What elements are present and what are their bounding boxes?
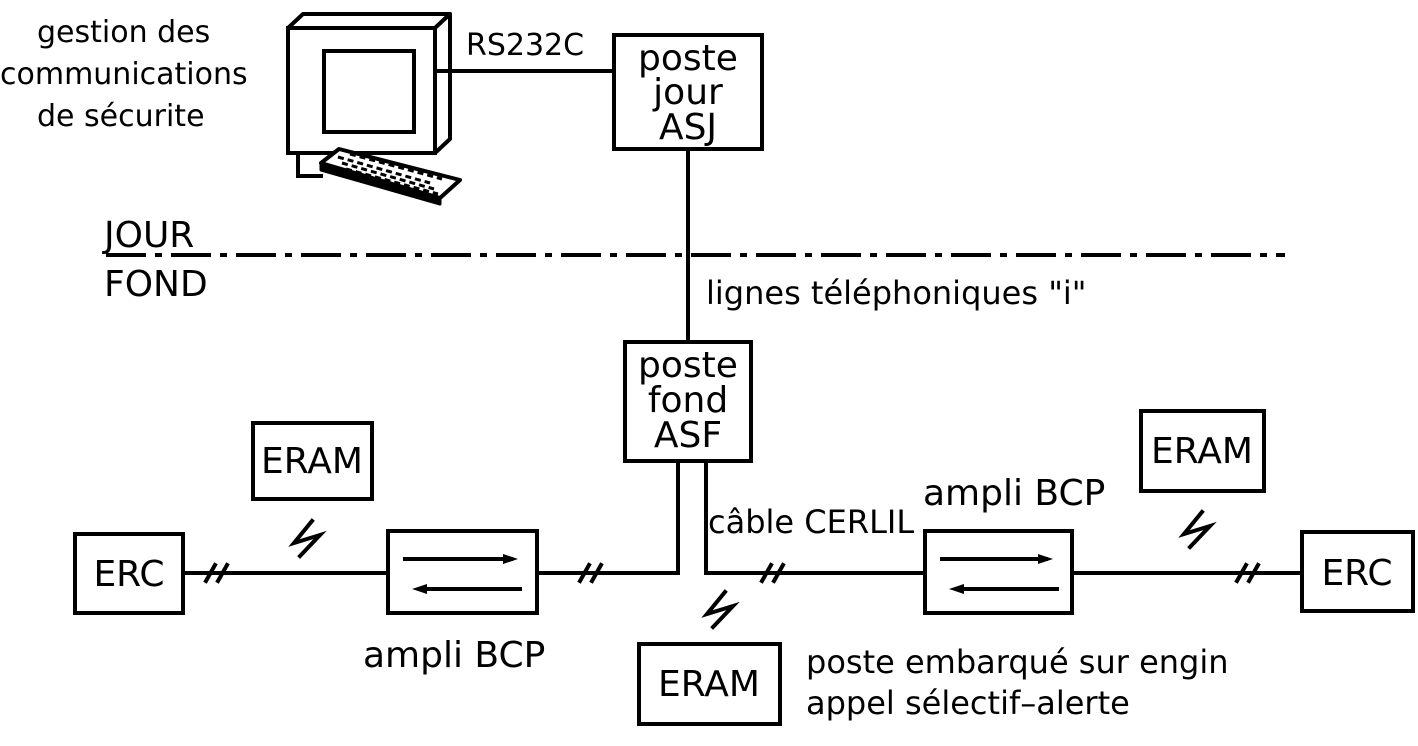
erc-right-label: ERC [1321,553,1392,594]
onboard-line-1: poste embarqué sur engin [806,643,1229,681]
eram-left-label: ERAM [261,441,363,482]
radio-link-icon [288,518,327,559]
eram-left-box [251,421,374,501]
poste-fond-box [623,340,753,463]
cable-break-icon [203,562,604,584]
level-fond-label: FOND [104,264,208,305]
poste-fond-line-3: ASF [654,415,722,456]
left-cable [535,459,680,575]
poste-fond-line-2: fond [648,380,728,421]
eram-onboard-box [637,642,782,726]
level-jour-label: JOUR [102,215,194,256]
ampli-left-box [386,529,539,615]
eram-right-label: ERAM [1151,431,1253,472]
caption-line-3: de sécurite [37,99,205,134]
eram-onboard-label: ERAM [658,664,760,705]
cable-label: câble CERLIL [708,503,914,541]
ampli-right-label: ampli BCP [923,473,1105,514]
radio-link-icon [1178,509,1217,550]
ampli-left-label: ampli BCP [363,635,545,676]
poste-jour-box [612,33,764,151]
computer-monitor-icon [286,12,452,155]
keyboard-cable [296,151,323,178]
ampli-right-box [923,529,1074,615]
caption-line-2: communications [0,57,248,92]
phone-lines-label: lignes téléphoniques "i" [706,274,1087,312]
cable-break-icon [759,562,1261,584]
caption-line-1: gestion des [37,15,210,50]
keyboard-icon [319,147,462,206]
poste-fond-line-1: poste [638,345,738,386]
erc-left-box [73,532,185,615]
erc-left-label: ERC [93,554,164,595]
eram-right-box [1139,409,1266,493]
poste-jour-line-2: jour [652,72,723,113]
poste-jour-line-3: ASJ [659,107,717,148]
bidirectional-arrow-icon [940,554,1059,594]
poste-jour-line-1: poste [638,38,738,79]
right-cable [704,459,927,575]
onboard-line-2: appel sélectif–alerte [806,684,1130,722]
radio-link-icon [701,589,740,630]
erc-right-box [1300,530,1415,613]
bidirectional-arrow-icon [403,554,522,594]
rs232c-label: RS232C [466,28,584,63]
